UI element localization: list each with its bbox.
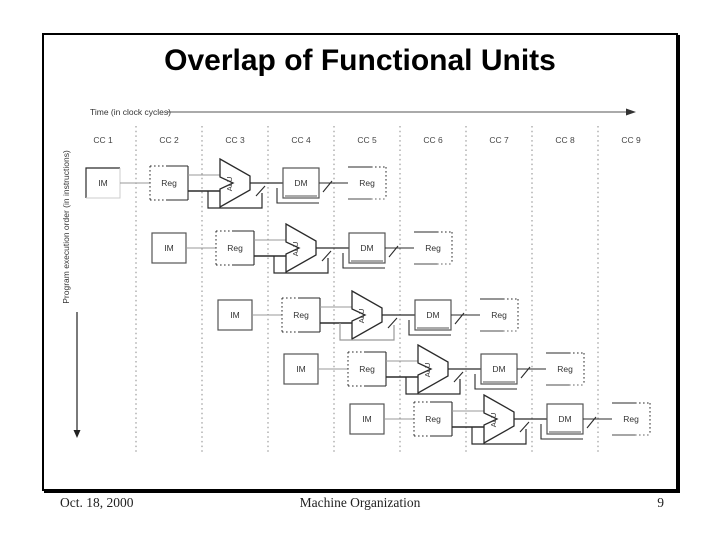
stage-label-reg: Reg	[359, 364, 375, 374]
alu-shape	[285, 222, 317, 274]
pipeline-row: IM Reg ALU DM Reg	[85, 157, 387, 209]
clock-cycle-label: CC 1	[93, 135, 113, 145]
stage-label-wb-reg: Reg	[425, 243, 441, 253]
dm-box	[414, 299, 452, 331]
stage-label-dm: DM	[294, 178, 307, 188]
dm-tray-path	[276, 188, 319, 204]
alu-bypass-path	[273, 256, 329, 274]
dm-output-slash	[520, 366, 531, 379]
stage-label-reg: Reg	[425, 414, 441, 424]
stage-label-dm: DM	[492, 364, 505, 374]
dm-output-slash	[586, 416, 597, 429]
alu-shape	[219, 157, 251, 209]
dm-output-slash	[322, 180, 333, 193]
clock-cycle-label: CC 3	[225, 135, 245, 145]
im-box	[349, 403, 385, 435]
alu-output-slash	[321, 250, 332, 262]
stage-label-im: IM	[296, 364, 305, 374]
im-box	[283, 353, 319, 385]
slide-title: Overlap of Functional Units	[164, 44, 556, 77]
dm-output-slash	[454, 312, 465, 325]
stage-label-im: IM	[362, 414, 371, 424]
clock-cycle-label: CC 4	[291, 135, 311, 145]
clock-cycle-label: CC 7	[489, 135, 509, 145]
footer-date: Oct. 18, 2000	[60, 495, 134, 510]
order-axis-label: Program execution order (in instructions…	[61, 150, 71, 304]
alu-output-slash	[387, 317, 398, 329]
alu-shape	[483, 393, 515, 445]
alu-output-slash	[255, 185, 266, 197]
im-box	[85, 167, 120, 198]
alu-shape	[351, 289, 383, 341]
dm-tray-path	[342, 253, 385, 269]
time-axis-label: Time (in clock cycles)	[90, 107, 171, 117]
stage-label-dm: DM	[360, 243, 373, 253]
clock-cycle-label: CC 8	[555, 135, 575, 145]
alu-shape	[417, 343, 449, 395]
stage-label-wb-reg: Reg	[359, 178, 375, 188]
stage-label-alu: ALU	[423, 363, 432, 378]
stage-label-alu: ALU	[225, 177, 234, 192]
stage-label-im: IM	[230, 310, 239, 320]
stage-label-alu: ALU	[357, 309, 366, 324]
alu-bypass-path	[471, 427, 527, 445]
stage-label-wb-reg: Reg	[623, 414, 639, 424]
stage-label-alu: ALU	[291, 242, 300, 257]
order-axis-arrowhead	[73, 430, 81, 438]
dm-tray-path	[540, 424, 583, 440]
alu-bypass-path	[339, 323, 395, 341]
time-axis-arrowhead	[626, 108, 636, 116]
pipeline-row: IM Reg ALU DM Reg	[217, 289, 519, 341]
dm-output-slash	[388, 245, 399, 258]
dm-tray-path	[408, 320, 451, 336]
stage-label-dm: DM	[558, 414, 571, 424]
im-box-faint-edges	[86, 168, 121, 199]
pipeline-row: IM Reg ALU DM Reg	[151, 222, 453, 274]
alu-output-slash	[453, 371, 464, 383]
pipeline-row: IM Reg ALU DM Reg	[349, 393, 651, 445]
stage-label-im: IM	[164, 243, 173, 253]
clock-cycle-label: CC 6	[423, 135, 443, 145]
stage-label-reg: Reg	[161, 178, 177, 188]
stage-label-wb-reg: Reg	[557, 364, 573, 374]
clock-cycle-label: CC 9	[621, 135, 641, 145]
alu-output-slash	[519, 421, 530, 433]
clock-cycle-label: CC 2	[159, 135, 179, 145]
footer-page-number: 9	[657, 495, 664, 510]
stage-label-alu: ALU	[489, 413, 498, 428]
alu-bypass-path	[207, 191, 263, 209]
dm-box	[546, 403, 584, 435]
pipeline-row: IM Reg ALU DM Reg	[283, 343, 585, 395]
clock-cycle-label: CC 5	[357, 135, 377, 145]
stage-label-reg: Reg	[227, 243, 243, 253]
dm-tray-path	[474, 374, 517, 390]
footer-center-text: Machine Organization	[299, 495, 421, 510]
stage-label-reg: Reg	[293, 310, 309, 320]
dm-box	[480, 353, 518, 385]
im-box	[217, 299, 253, 331]
stage-label-im: IM	[98, 178, 107, 188]
stage-label-wb-reg: Reg	[491, 310, 507, 320]
stage-label-dm: DM	[426, 310, 439, 320]
alu-bypass-path	[405, 377, 461, 395]
